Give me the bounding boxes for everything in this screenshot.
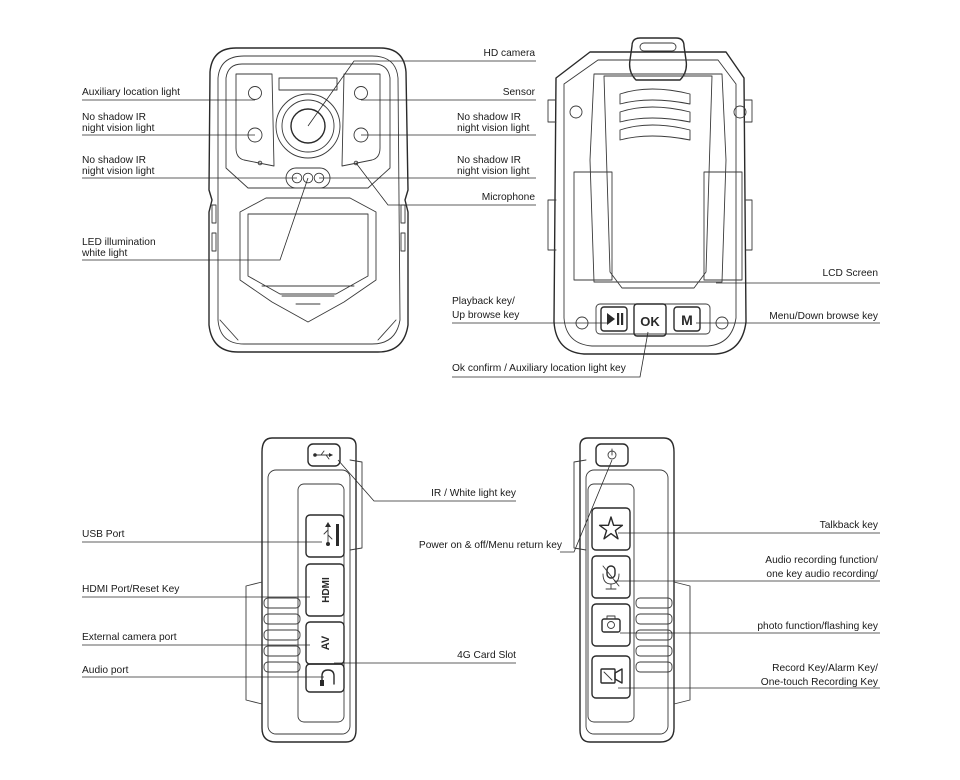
playback-key[interactable] (600, 306, 628, 332)
hdmi-port[interactable] (305, 563, 345, 617)
label-usb-port: USB Port (82, 529, 125, 540)
back-view: OK M (547, 37, 753, 355)
label-menu-down-key: Menu/Down browse key (769, 311, 878, 322)
usb-icon (313, 450, 333, 460)
record-key[interactable] (591, 655, 631, 699)
right-side-leader-lines (560, 459, 880, 689)
label-lcd-screen: LCD Screen (822, 268, 879, 279)
ok-key-label: OK (640, 314, 660, 329)
audio-port[interactable] (305, 663, 345, 693)
label-audio-port: Audio port (82, 665, 129, 676)
label-led-white-light: LED illumination white light (82, 237, 156, 259)
label-auxiliary-location-light: Auxiliary location light (82, 87, 180, 98)
label-ok-confirm-key: Ok confirm / Auxiliary location light ke… (452, 363, 626, 374)
label-4g-card-slot: 4G Card Slot (457, 650, 516, 661)
label-playback-key: Playback key/ Up browse key (452, 296, 520, 321)
label-record-key: Record Key/Alarm Key/ One-touch Recordin… (760, 663, 878, 688)
talkback-key[interactable] (591, 507, 631, 551)
label-ir-white-light-key: IR / White light key (431, 488, 516, 499)
video-camera-icon (600, 668, 623, 684)
ok-key[interactable] (633, 303, 667, 337)
headphone-icon (320, 669, 335, 686)
play-pause-icon (607, 313, 624, 325)
camera-icon (601, 615, 621, 633)
hdmi-port-label: HDMI (321, 577, 332, 603)
usb-port[interactable] (305, 514, 345, 558)
left-side-view: HDMI AV (245, 437, 363, 743)
menu-key[interactable] (673, 306, 701, 332)
menu-key-label: M (681, 312, 693, 328)
label-talkback-key: Talkback key (819, 520, 878, 531)
front-view (208, 47, 409, 353)
star-icon (598, 516, 624, 540)
label-external-camera-port: External camera port (82, 632, 177, 643)
left-side-leader-lines (82, 459, 516, 678)
label-ir-right-lower: No shadow IR night vision light (457, 155, 530, 177)
av-port-label: AV (320, 635, 332, 650)
label-audio-recording-key: Audio recording function/ one key audio … (765, 555, 878, 580)
label-power-menu-key: Power on & off/Menu return key (418, 540, 562, 551)
label-ir-left-upper: No shadow IR night vision light (82, 112, 155, 134)
power-menu-key[interactable] (595, 443, 629, 467)
label-microphone: Microphone (481, 192, 535, 203)
label-hdmi-reset: HDMI Port/Reset Key (82, 584, 180, 595)
right-side-view (573, 437, 691, 743)
label-ir-left-lower: No shadow IR night vision light (82, 155, 155, 177)
label-ir-right-upper: No shadow IR night vision light (457, 112, 530, 134)
microphone-icon (602, 565, 620, 590)
back-leader-lines (452, 282, 880, 378)
ir-white-light-key[interactable] (307, 443, 341, 467)
power-icon (607, 448, 617, 460)
front-leader-lines (82, 60, 536, 261)
usb-icon (323, 522, 339, 546)
audio-recording-key[interactable] (591, 555, 631, 599)
label-sensor: Sensor (502, 87, 535, 98)
photo-key[interactable] (591, 603, 631, 647)
label-photo-flash-key: photo function/flashing key (757, 621, 878, 632)
label-hd-camera: HD camera (483, 48, 535, 59)
